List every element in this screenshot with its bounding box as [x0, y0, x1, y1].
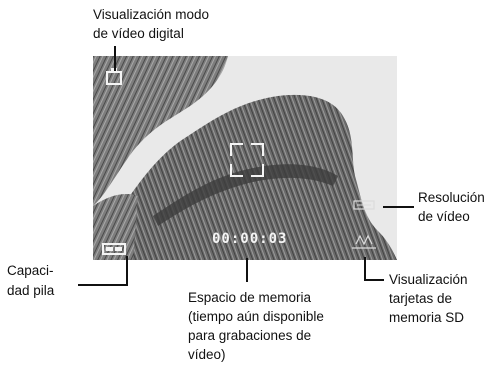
callout-line-sd-v	[364, 257, 366, 281]
sd-card-label: Visualización tarjetas de memoria SD	[389, 270, 468, 327]
camera-screen	[93, 56, 397, 260]
video-mode-label: Visualización modo de vídeo digital	[93, 5, 209, 43]
battery-capacity-label: Capaci- dad pila	[7, 261, 54, 301]
callout-line-sd-h	[364, 279, 384, 281]
callout-line-video-mode	[114, 46, 116, 71]
callout-line-battery-v	[126, 256, 128, 286]
callout-line-memory	[246, 258, 248, 282]
memory-space-label: Espacio de memoria (tiempo aún disponibl…	[188, 288, 324, 364]
video-resolution-label: Resolución de vídeo	[418, 188, 485, 226]
callout-line-battery-h	[78, 284, 128, 286]
callout-line-resolution	[383, 206, 414, 208]
remaining-time-display: 00:00:03	[212, 231, 287, 247]
